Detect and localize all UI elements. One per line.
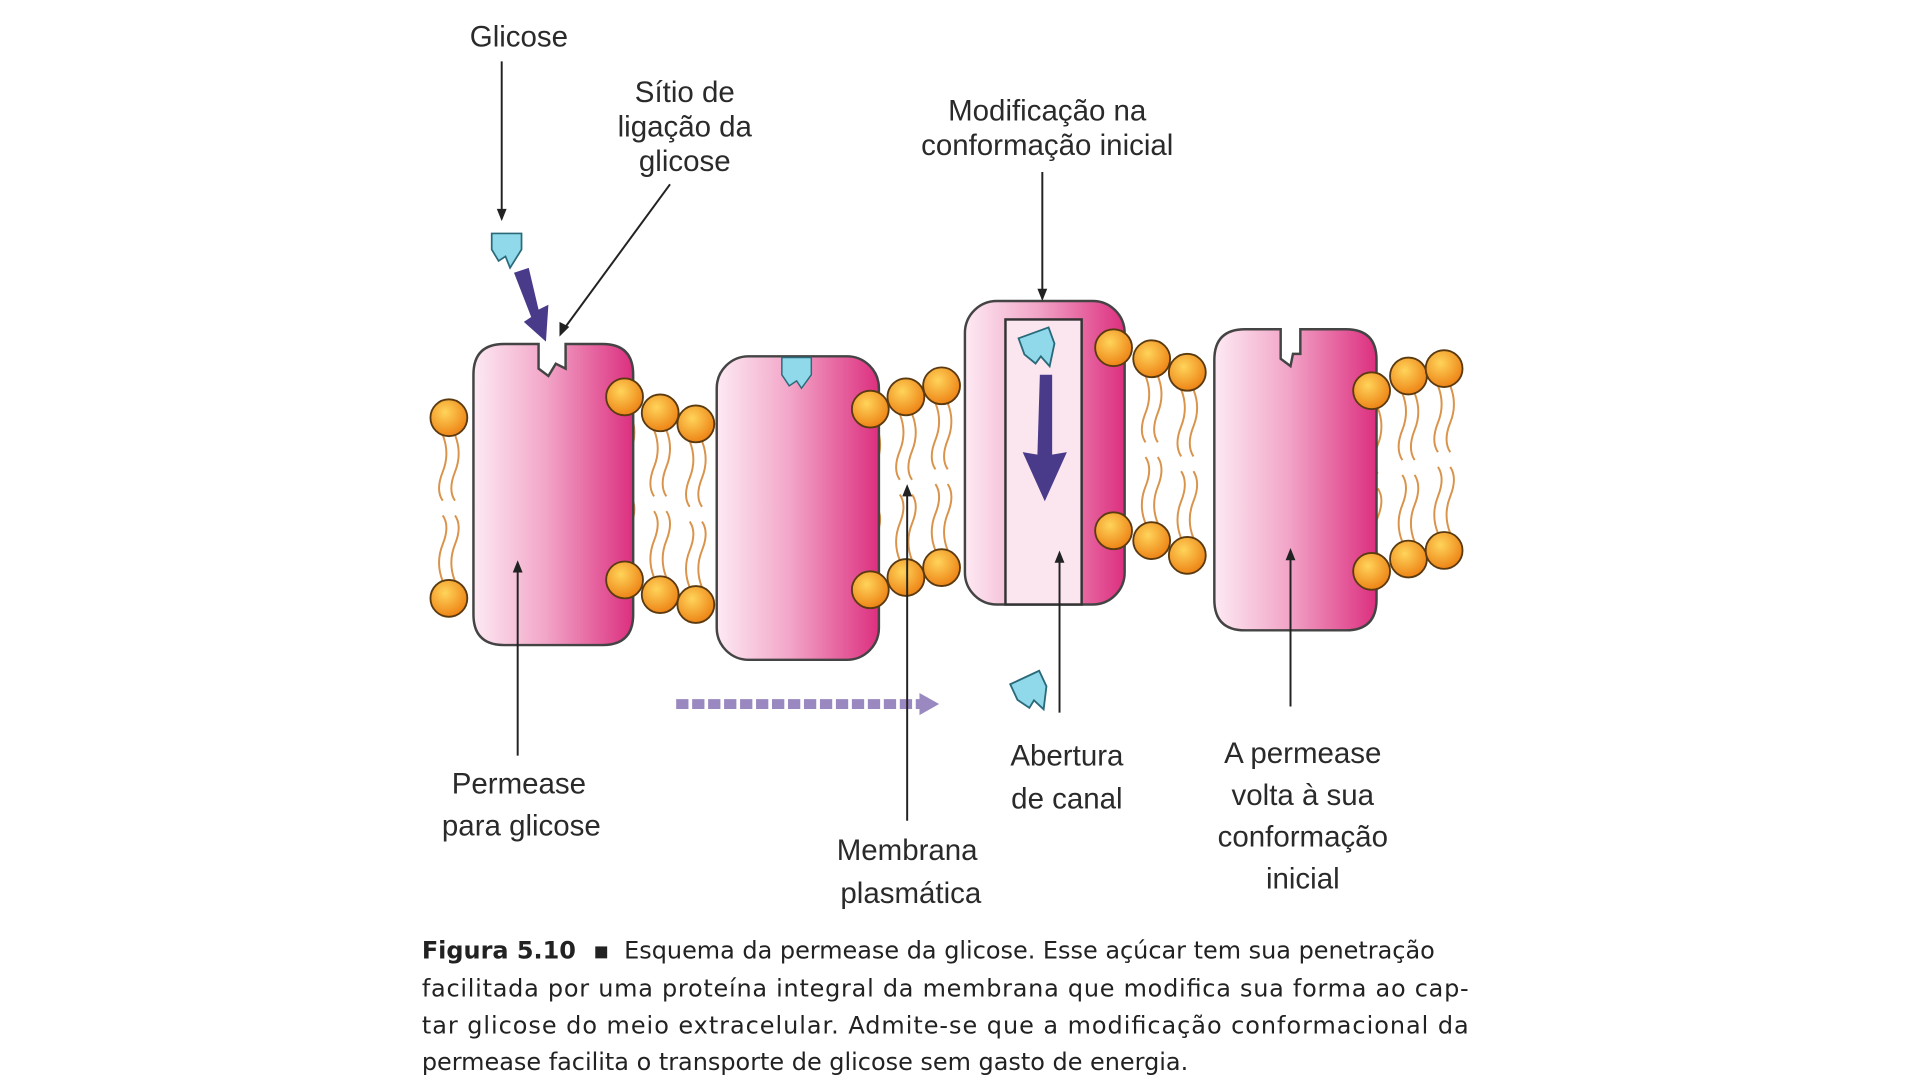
svg-text:Membrana: Membrana: [837, 834, 978, 867]
lipid-tail: [895, 413, 905, 561]
lipid-head: [640, 575, 680, 615]
glucose-entry-arrow-icon: [513, 267, 549, 342]
lipid-head: [922, 366, 961, 406]
lipid-tail: [685, 440, 695, 588]
svg-text:Figura 5.10▪Esquema da permeas: Figura 5.10▪Esquema da permease da glico…: [422, 936, 1435, 964]
label-conformation-change: Modificação na conformação inicial: [921, 94, 1173, 161]
lipid-head: [605, 377, 644, 417]
lipid-head: [1167, 536, 1207, 575]
lipid-tail: [1409, 392, 1420, 543]
lipid-head: [1424, 531, 1464, 570]
lipid-tail: [450, 434, 460, 582]
lipid-head: [1389, 539, 1428, 579]
svg-text:Sítio de: Sítio de: [635, 76, 735, 109]
lipid-tail: [930, 402, 941, 551]
lipid-head: [1094, 511, 1133, 551]
sequence-dashed-arrow-icon: [676, 692, 940, 716]
glucose-molecule-icon: [490, 232, 523, 269]
lipid-tail: [649, 429, 659, 578]
lipid-head: [1132, 339, 1172, 379]
svg-text:Abertura: Abertura: [1010, 739, 1124, 772]
lipid-head: [922, 548, 961, 587]
lipid-head: [676, 585, 716, 624]
svg-text:glicose: glicose: [639, 145, 731, 178]
svg-text:inicial: inicial: [1266, 862, 1340, 895]
lipid-head: [1352, 551, 1391, 591]
label-membrane: Membrana plasmática: [837, 834, 982, 910]
lipid-tail: [1153, 375, 1163, 524]
lipid-head: [1389, 356, 1428, 396]
label-channel-opening: Abertura de canal: [1010, 739, 1124, 815]
lipid-head: [429, 398, 469, 438]
lipid-tail: [661, 429, 672, 578]
svg-text:permease facilita o transporte: permease facilita o transporte de glicos…: [422, 1048, 1188, 1076]
lipid-tail: [1188, 389, 1199, 539]
label-permease: Permease para glicose: [442, 768, 601, 843]
lipid-head: [886, 377, 926, 417]
lipid-head: [850, 389, 890, 429]
svg-text:A permease: A permease: [1224, 737, 1381, 770]
svg-text:ligação da: ligação da: [618, 110, 753, 143]
permease-protein-1: [472, 342, 635, 647]
svg-text:volta à sua: volta à sua: [1232, 779, 1375, 812]
lipid-head: [1132, 521, 1172, 560]
svg-text:de canal: de canal: [1011, 782, 1122, 815]
svg-text:conformação inicial: conformação inicial: [921, 129, 1173, 162]
lipid-head: [850, 570, 890, 610]
lipid-tail: [1397, 392, 1407, 543]
lipid-head: [1352, 371, 1391, 411]
lipid-head: [1424, 349, 1464, 388]
lipid-tail: [1445, 385, 1455, 534]
pointer-lines: [496, 61, 1296, 821]
figure-number: Figura 5.10: [422, 936, 576, 964]
lipid-tail: [907, 413, 917, 561]
lipid-tail: [438, 434, 448, 582]
svg-text:Permease: Permease: [452, 768, 586, 801]
figure-caption: Figura 5.10▪Esquema da permease da glico…: [422, 936, 1469, 1076]
lipid-head: [676, 404, 716, 444]
label-permease-returns: A permease volta à sua conformação inici…: [1218, 737, 1388, 895]
svg-text:tar glicose do meio extracelul: tar glicose do meio extracelular. Admite…: [422, 1011, 1469, 1039]
lipid-heads: [429, 328, 1464, 624]
label-binding-site: Sítio de ligação da glicose: [618, 76, 753, 178]
svg-text:para glicose: para glicose: [442, 809, 601, 842]
lipid-head: [1167, 352, 1207, 392]
lipid-head: [605, 560, 644, 600]
lipid-head: [429, 579, 469, 618]
permease-protein-4: [1213, 328, 1378, 632]
lipid-tail: [1140, 375, 1151, 524]
transport-down-arrow-icon: [1022, 374, 1067, 502]
svg-text:facilitada por uma proteína in: facilitada por uma proteína integral da …: [422, 974, 1469, 1002]
lipid-tail: [943, 402, 953, 551]
lipid-tail: [1433, 385, 1443, 534]
lipid-head: [640, 393, 680, 433]
glucose-molecule-icon: [1009, 669, 1056, 719]
label-glucose: Glicose: [470, 21, 568, 54]
lipid-tail: [697, 440, 707, 588]
svg-text:conformação: conformação: [1218, 821, 1388, 854]
svg-text:Modificação na: Modificação na: [948, 94, 1147, 127]
lipid-head: [1094, 328, 1133, 368]
svg-text:plasmática: plasmática: [840, 877, 981, 910]
lipid-head: [886, 558, 926, 597]
lipid-tail: [1176, 389, 1186, 539]
permease-protein-2: [715, 355, 881, 662]
